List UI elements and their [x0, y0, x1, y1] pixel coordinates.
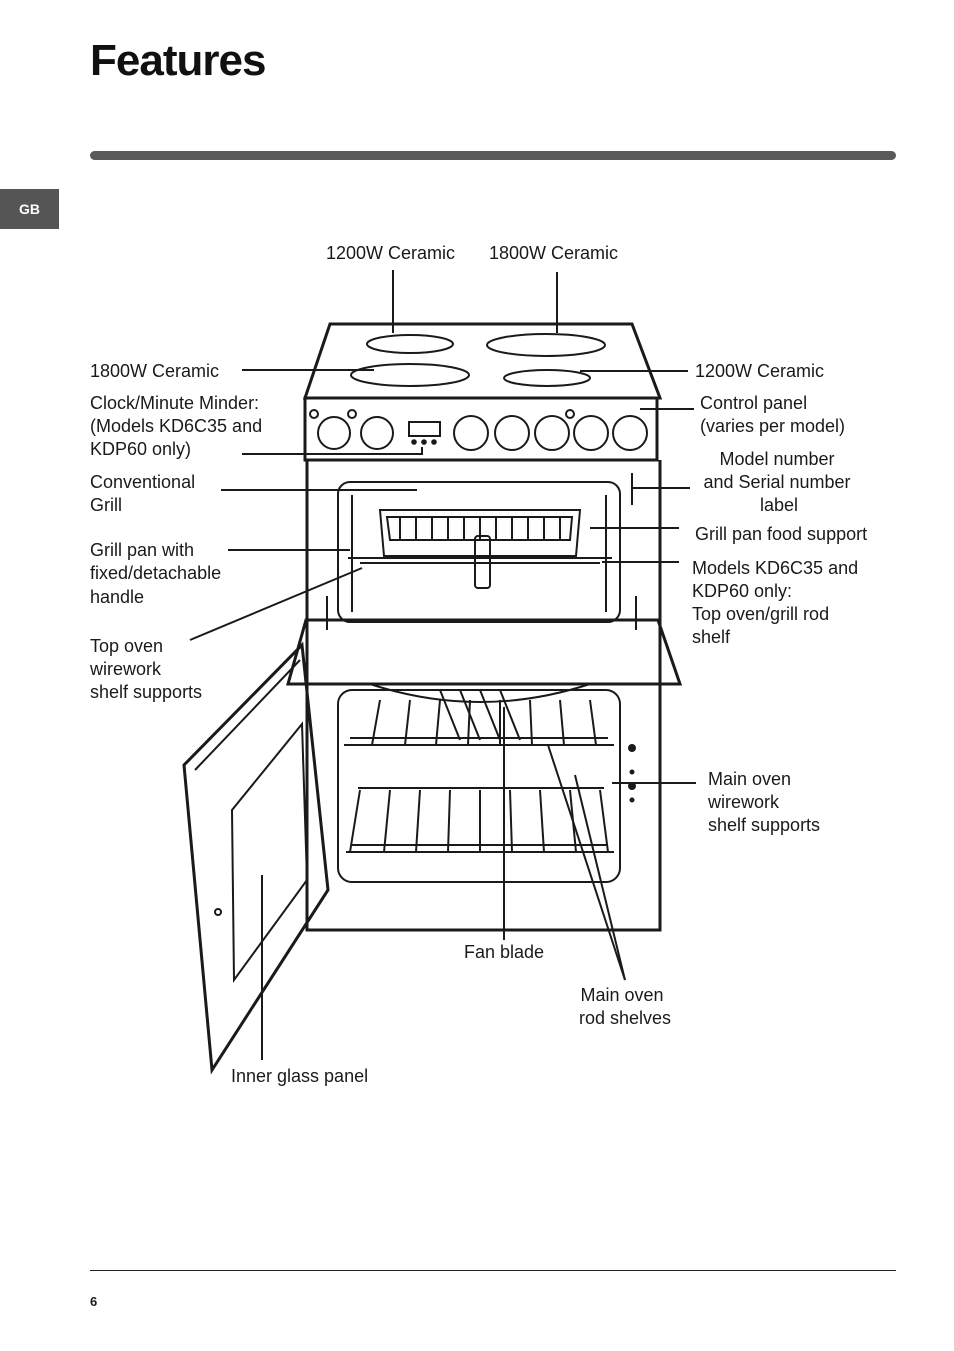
- label-fan-blade: Fan blade: [464, 942, 544, 962]
- label-grill-pan-handle-line2: fixed/detachable: [90, 563, 221, 583]
- label-rod-shelf-line2: KDP60 only:: [692, 581, 792, 601]
- label-control-panel-line2: (varies per model): [700, 416, 845, 436]
- language-tab: GB: [0, 189, 59, 229]
- label-1800w-ceramic-top: 1800W Ceramic: [489, 243, 618, 263]
- label-rod-shelf-line4: shelf: [692, 627, 731, 647]
- label-1200w-ceramic-right: 1200W Ceramic: [695, 361, 824, 381]
- label-main-shelf-supports-line1: Main oven: [708, 769, 791, 789]
- label-top-shelf-supports-line2: wirework: [89, 659, 162, 679]
- label-main-shelf-supports-line3: shelf supports: [708, 815, 820, 835]
- label-clock-line1: Clock/Minute Minder:: [90, 393, 259, 413]
- label-model-number-line3: label: [760, 495, 798, 515]
- leader-lines: [189, 270, 696, 1060]
- title-divider: [90, 151, 896, 160]
- label-main-shelf-supports-line2: wirework: [707, 792, 780, 812]
- label-1800w-ceramic-left: 1800W Ceramic: [90, 361, 219, 381]
- label-clock-line3: KDP60 only): [90, 439, 191, 459]
- page-number: 6: [90, 1294, 98, 1309]
- cooker-illustration: [182, 322, 683, 1075]
- label-conventional-grill-line1: Conventional: [90, 472, 195, 492]
- label-rod-shelf-line3: Top oven/grill rod: [692, 604, 829, 624]
- label-1200w-ceramic-top: 1200W Ceramic: [326, 243, 455, 263]
- label-model-number-line2: and Serial number: [703, 472, 850, 492]
- label-main-rod-shelves-line1: Main oven: [580, 985, 663, 1005]
- footer-divider: [90, 1270, 896, 1271]
- label-grill-pan-handle-line3: handle: [90, 587, 144, 607]
- label-main-rod-shelves-line2: rod shelves: [579, 1008, 671, 1028]
- label-rod-shelf-line1: Models KD6C35 and: [692, 558, 858, 578]
- label-inner-glass-panel: Inner glass panel: [231, 1066, 368, 1086]
- label-top-shelf-supports-line1: Top oven: [90, 636, 163, 656]
- label-top-shelf-supports-line3: shelf supports: [90, 682, 202, 702]
- label-grill-pan-handle-line1: Grill pan with: [90, 540, 194, 560]
- page-title: Features: [90, 36, 266, 85]
- label-model-number-line1: Model number: [719, 449, 834, 469]
- label-clock-line2: (Models KD6C35 and: [90, 416, 262, 436]
- label-conventional-grill-line2: Grill: [90, 495, 122, 515]
- label-grill-pan-food-support: Grill pan food support: [695, 524, 867, 544]
- label-control-panel-line1: Control panel: [700, 393, 807, 413]
